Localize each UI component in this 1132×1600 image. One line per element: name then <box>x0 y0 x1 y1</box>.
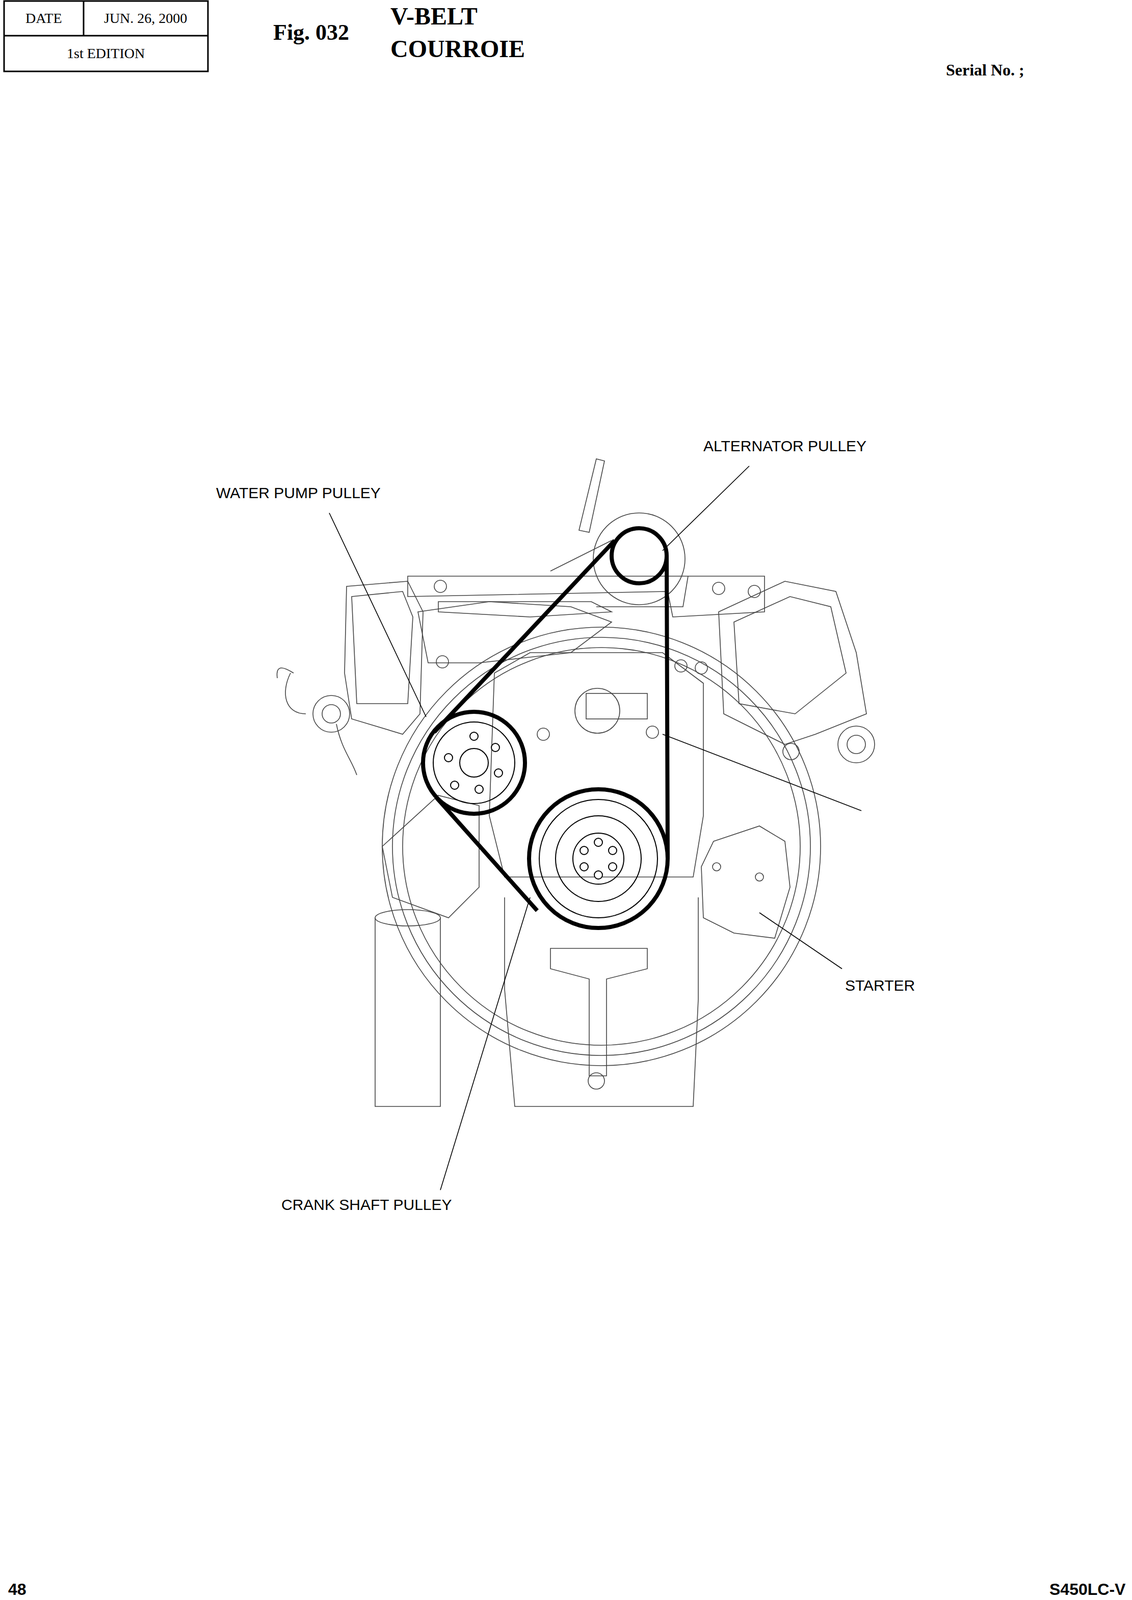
table-cell: JUN. 26, 2000 <box>103 10 188 27</box>
engine-drawing <box>276 458 875 1190</box>
header-table <box>4 1 208 72</box>
part-label: ALTERNATOR PULLEY <box>703 437 867 455</box>
part-label: CRANK SHAFT PULLEY <box>281 1195 453 1213</box>
part-label: WATER PUMP PULLEY <box>216 484 381 502</box>
table-cell: 1st EDITION <box>66 45 145 62</box>
figure-number: Fig. 032 <box>273 20 350 45</box>
figure-title: V-BELT COURROIE <box>390 0 525 66</box>
model-number: S450LC-V <box>1049 1580 1126 1598</box>
part-label: STARTER <box>845 976 915 994</box>
page-number: 48 <box>8 1580 27 1598</box>
serial-number: Serial No. ; <box>945 61 1025 80</box>
table-cell: DATE <box>25 10 63 27</box>
leader-lines <box>329 465 862 1190</box>
